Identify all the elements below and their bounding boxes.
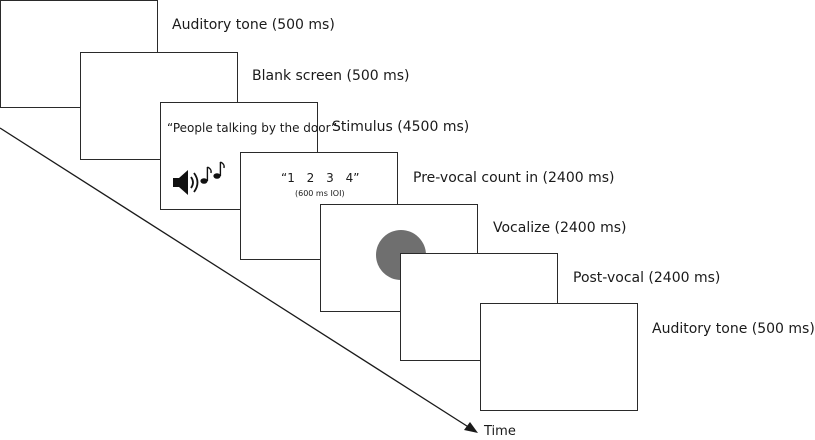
music-notes-icon [200,161,225,184]
label-auditory-tone-start: Auditory tone (500 ms) [172,17,335,33]
label-blank-screen: Blank screen (500 ms) [252,68,410,84]
label-vocalize: Vocalize (2400 ms) [493,220,627,236]
label-post-vocal: Post-vocal (2400 ms) [573,270,721,286]
label-pre-vocal-count: Pre-vocal count in (2400 ms) [413,170,615,186]
stimulus-text: “People talking by the door” [167,121,338,135]
screen-auditory-tone-end [480,303,638,411]
ioi-text: (600 ms IOI) [295,189,345,198]
label-auditory-tone-end: Auditory tone (500 ms) [652,321,815,337]
speaker-icon [173,170,199,195]
time-axis-label: Time [484,424,516,439]
label-stimulus: Stimulus (4500 ms) [332,119,470,135]
count-in-text: “1 2 3 4” [281,171,360,185]
